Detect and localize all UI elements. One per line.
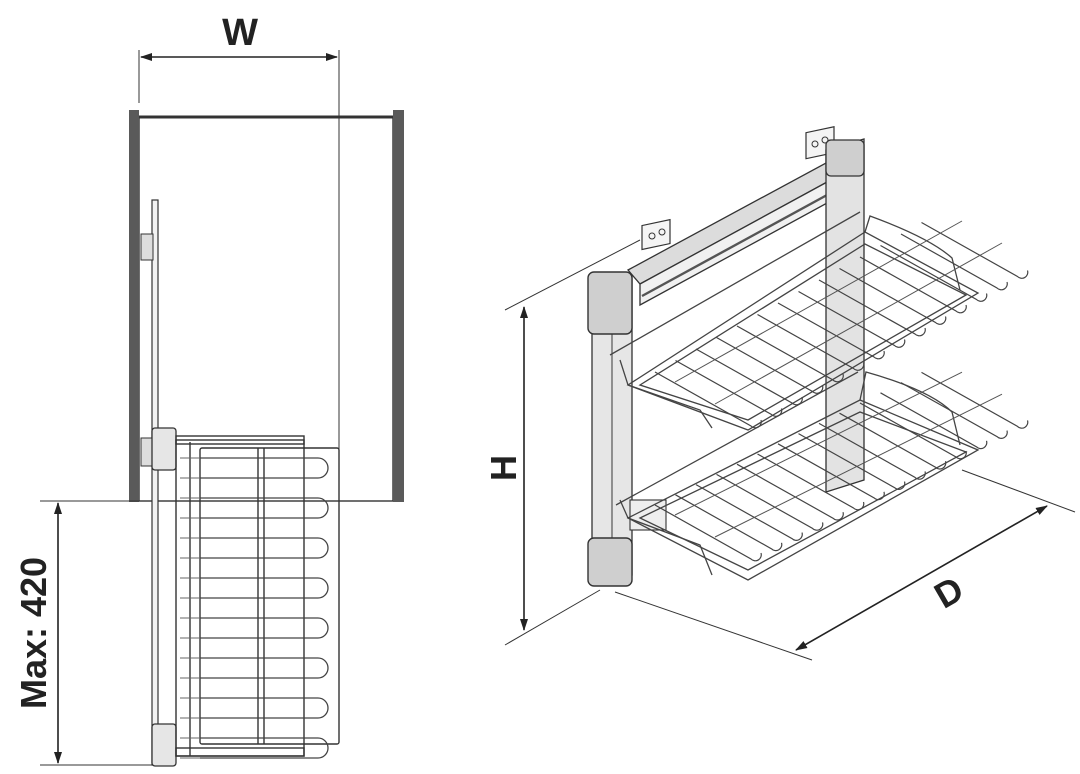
basket-outer-frame-back	[175, 435, 305, 445]
basket-mount-block-bottom	[151, 723, 177, 767]
shelf-wire	[818, 279, 926, 337]
front-post-cap-bottom	[587, 537, 633, 587]
depth-label: D	[927, 568, 970, 617]
left-side-panel	[129, 110, 139, 502]
d-dimension-arrow	[795, 505, 1048, 651]
isometric-view: H D	[483, 126, 1076, 661]
shelf-crosswire	[674, 371, 963, 516]
basket-loop	[200, 457, 329, 479]
right-side-panel	[393, 110, 404, 502]
front-post-cap-top	[587, 271, 633, 335]
lower-shelf-back-rail	[859, 371, 961, 446]
cabinet-outline	[138, 116, 394, 502]
basket-loop	[200, 657, 329, 679]
shelf-wire	[921, 221, 1029, 279]
basket-wire-loops	[180, 457, 329, 759]
basket-top-view	[151, 427, 340, 767]
upper-shelf-side-rail	[609, 211, 861, 356]
upper-shelf-frame	[626, 231, 980, 431]
basket-loop	[200, 697, 329, 719]
shelf-wire	[675, 494, 783, 552]
shelf-crosswire	[714, 393, 1003, 538]
shelf-wire	[716, 473, 824, 531]
lower-shelf-side-rail	[615, 371, 859, 506]
rail-bracket-top	[140, 233, 154, 261]
shelf-crosswire	[714, 242, 1003, 405]
top-view: W Max: 420	[13, 12, 404, 767]
shelf-wire	[839, 267, 947, 325]
shelf-wire	[757, 453, 865, 511]
shelf-wire	[880, 244, 988, 302]
shelf-wire	[900, 233, 1008, 291]
d-extension-back	[614, 591, 813, 661]
shelf-wire	[736, 463, 844, 521]
d-extension-front	[961, 469, 1076, 513]
shelf-wire	[859, 256, 967, 314]
basket-outer-frame-front	[175, 747, 305, 757]
shelf-crosswire	[674, 220, 963, 383]
top-beam-groove	[641, 187, 839, 298]
basket-loop	[200, 537, 329, 559]
mount-tab-left	[641, 218, 671, 251]
back-post	[825, 138, 865, 493]
guide-rail	[151, 199, 159, 766]
shelf-wire	[654, 504, 762, 562]
shelf-wire	[777, 443, 885, 501]
basket-loop	[200, 737, 329, 759]
shelf-wire	[900, 382, 1008, 439]
shelf-wire	[921, 371, 1029, 429]
height-label: H	[483, 455, 524, 481]
h-extension-bottom	[504, 589, 601, 646]
shelf-wire	[839, 412, 947, 470]
shelf-wire	[736, 325, 844, 383]
lower-shelf-front-rail	[619, 499, 713, 576]
basket-mount-block-top	[151, 427, 177, 471]
basket-loop	[200, 617, 329, 639]
max-extension-label: Max: 420	[13, 557, 54, 709]
back-post-cap	[825, 139, 865, 177]
rail-bracket-bottom	[140, 437, 154, 467]
shelf-wire	[798, 433, 906, 490]
lower-shelf-basket	[615, 371, 1029, 581]
basket-loop	[200, 497, 329, 519]
shelf-wire	[798, 290, 906, 348]
shelf-wire	[880, 392, 988, 450]
upper-shelf-frame-inner	[638, 243, 968, 421]
width-label: W	[222, 12, 258, 54]
lower-shelf-wires	[654, 371, 1029, 562]
upper-shelf-back-rail	[864, 215, 961, 291]
basket-shelf-outline	[199, 447, 340, 745]
shelf-wire	[695, 484, 803, 541]
shelf-wire	[777, 302, 885, 360]
h-extension-top	[504, 239, 641, 311]
basket-loop	[200, 577, 329, 599]
shelf-wire	[757, 313, 865, 371]
lower-shelf-frame	[626, 399, 980, 581]
shelf-wire	[818, 422, 926, 480]
shelf-wire	[859, 402, 967, 460]
upper-shelf-front-rail	[619, 359, 713, 429]
